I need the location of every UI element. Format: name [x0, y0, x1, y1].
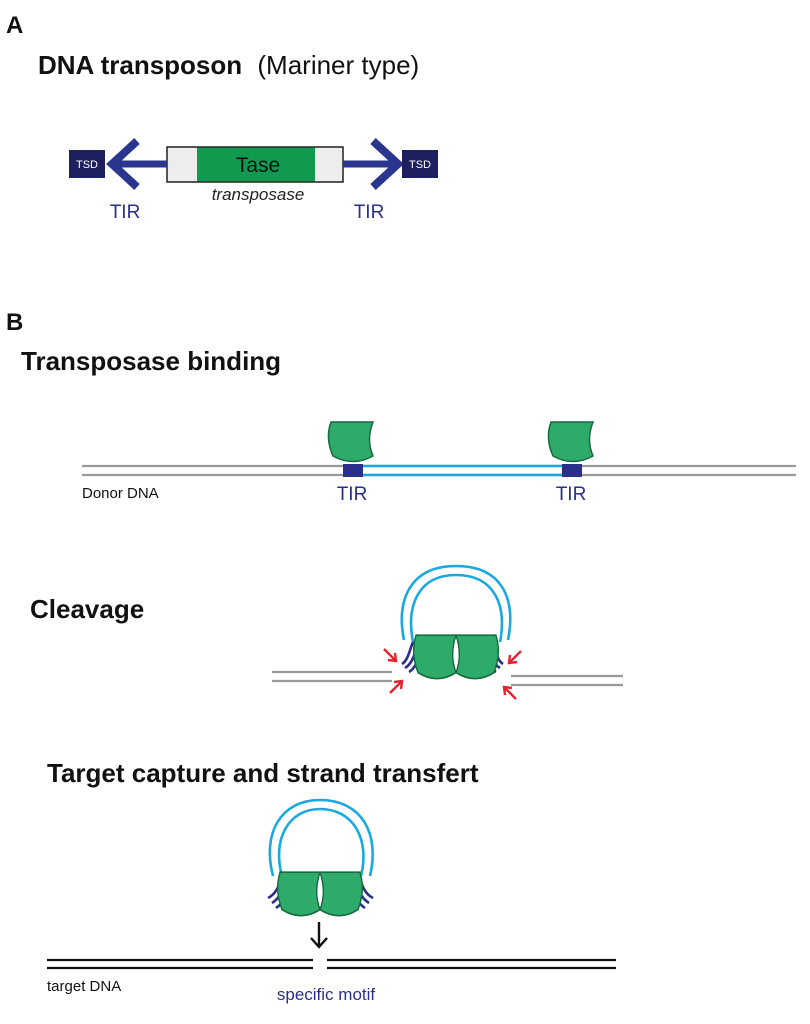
transposon-segment: [345, 464, 582, 477]
transposase-label: transposase: [212, 185, 305, 204]
tase-label: Tase: [236, 154, 280, 177]
tsd-box-left: [69, 150, 105, 178]
binding-diagram: Donor DNA TIR TIR: [82, 421, 796, 505]
tir-label-left: TIR: [110, 202, 141, 223]
target-diagram: target DNA specific motif: [47, 798, 616, 1004]
donor-dna-right-cut: [511, 674, 623, 687]
tir-label-right: TIR: [354, 202, 385, 223]
panel-letter-b: B: [6, 309, 23, 336]
transposase-dimer-target-right: [319, 871, 364, 917]
transposase-dimer-left: [412, 634, 457, 680]
insertion-arrow: [310, 922, 328, 949]
transposon-map: Tase transposase TSD TSD TIR TIR: [69, 138, 438, 223]
tsd-box-right: [402, 150, 438, 178]
tase-gene: [197, 147, 315, 182]
tsd-label-right: TSD: [409, 159, 431, 171]
panel-a-title-light: (Mariner type): [257, 50, 419, 80]
target-dna-label: target DNA: [47, 978, 121, 995]
cleavage-arrow-2: [388, 679, 404, 695]
target-title: Target capture and strand transfert: [47, 758, 479, 788]
target-dna: [47, 958, 616, 970]
binding-title: Transposase binding: [21, 346, 281, 376]
transposon-loop: [400, 564, 512, 643]
tir-label-binding-left: TIR: [337, 484, 368, 505]
transposase-monomer-left: [327, 421, 374, 463]
donor-dna-label: Donor DNA: [82, 485, 159, 502]
transposon-loop-target: [268, 798, 374, 877]
panel-letter-a: A: [6, 12, 23, 39]
cleavage-title: Cleavage: [30, 594, 144, 624]
transposase-dimer-target-left: [276, 871, 321, 917]
tir-site-left: [343, 464, 363, 477]
panel-a-title-bold: DNA transposon: [38, 50, 242, 80]
tir-label-binding-right: TIR: [556, 484, 587, 505]
tsd-label-left: TSD: [76, 159, 98, 171]
cleavage-arrow-1: [382, 647, 398, 663]
tir-site-right: [562, 464, 582, 477]
panel-a-title: DNA transposon (Mariner type): [38, 50, 419, 80]
cleavage-arrow-4: [502, 685, 518, 701]
donor-dna: [82, 464, 796, 477]
cleavage-arrow-3: [507, 649, 523, 665]
specific-motif-label: specific motif: [277, 985, 376, 1004]
tir-arrow-right: [343, 138, 404, 190]
donor-dna-left-cut: [272, 670, 392, 683]
cleavage-diagram: [272, 564, 623, 701]
transposase-monomer-right: [547, 421, 594, 463]
tir-arrow-left: [106, 138, 167, 190]
transposase-dimer-right: [455, 634, 500, 680]
